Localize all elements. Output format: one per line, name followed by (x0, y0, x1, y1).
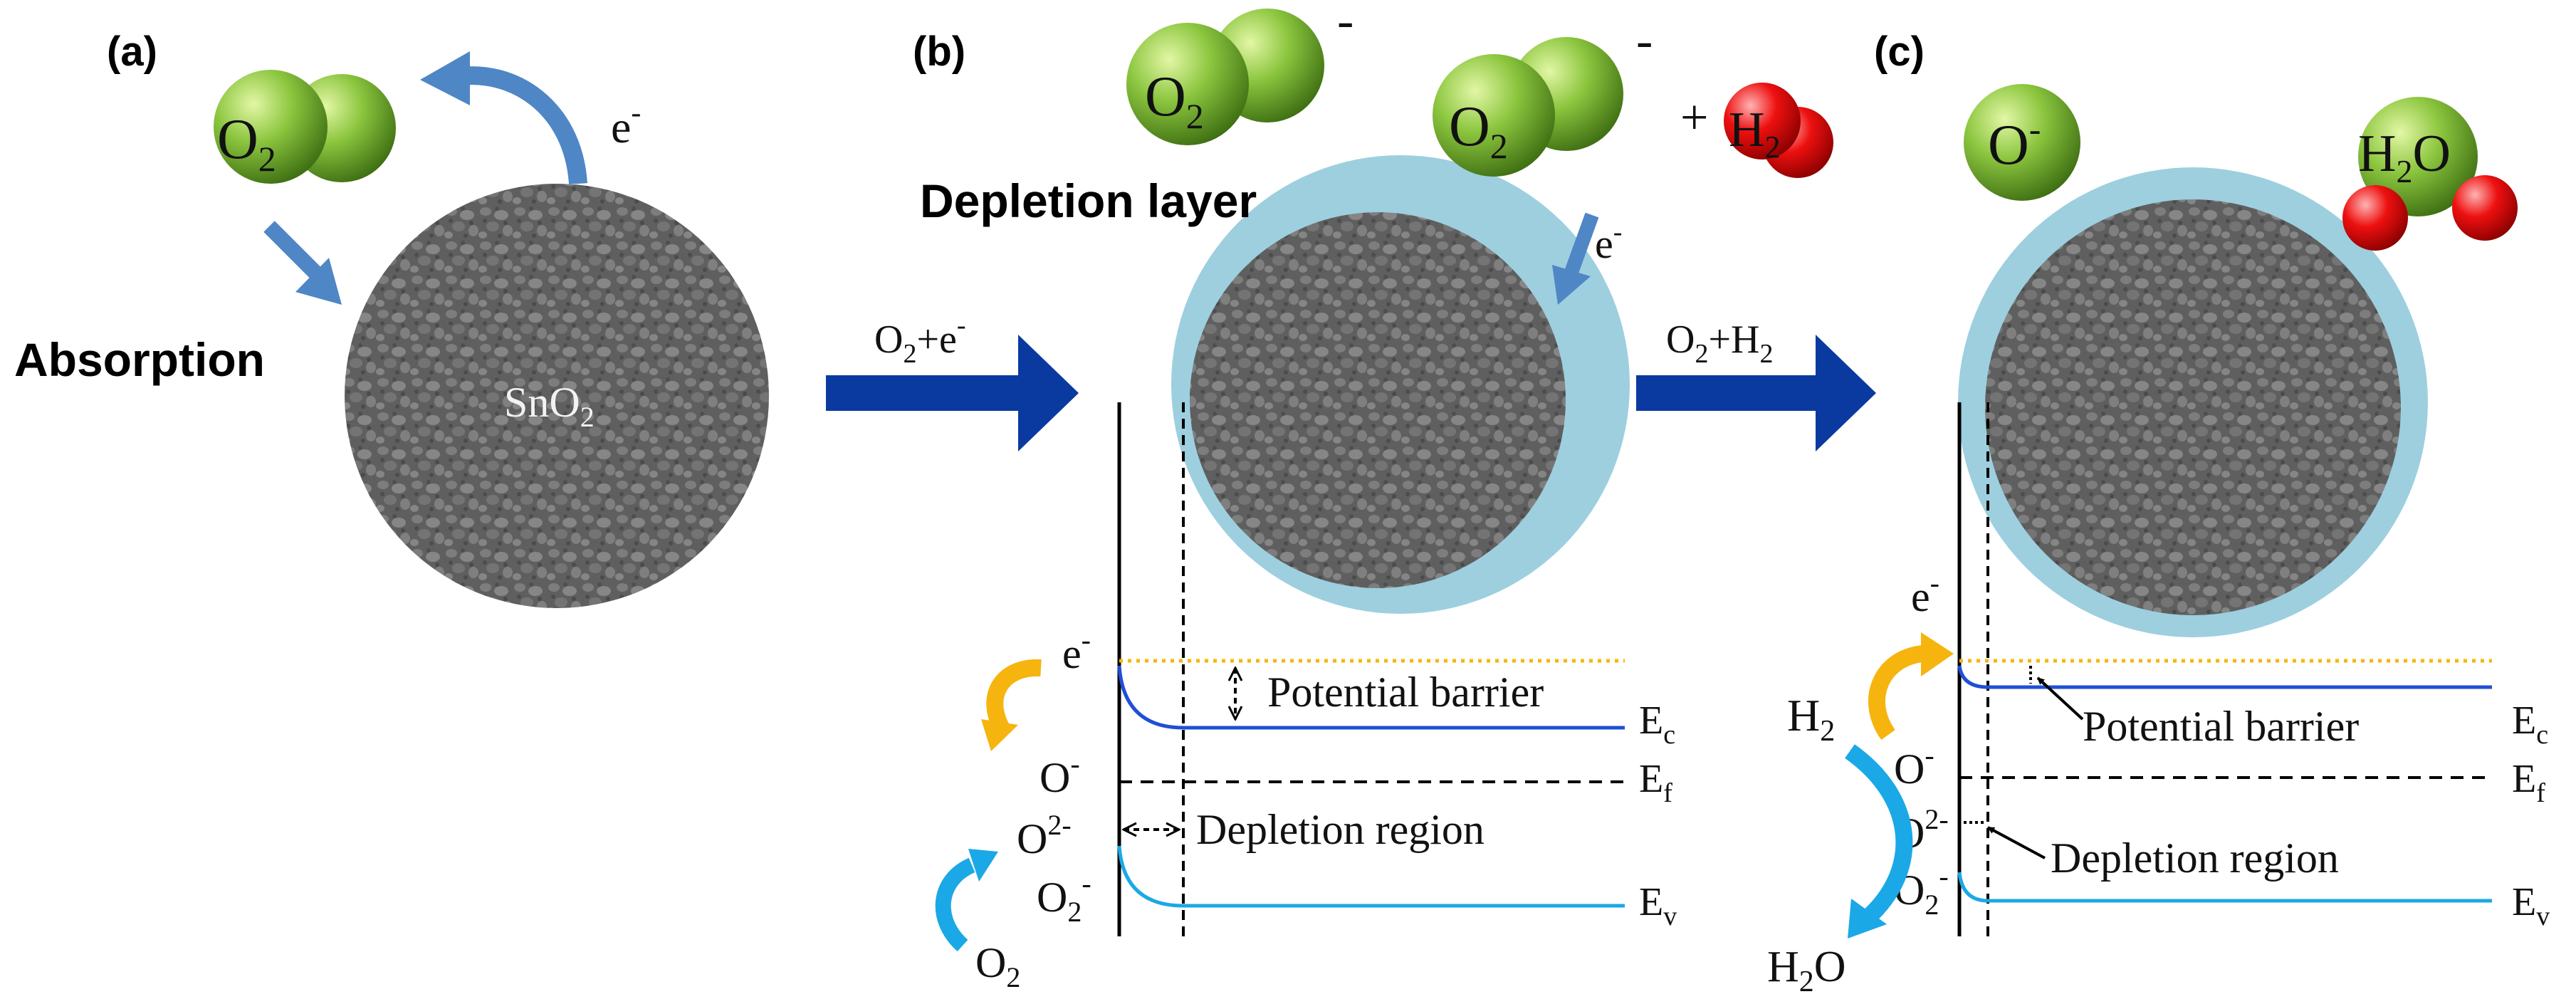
o-ion-atom: O- (1964, 84, 2080, 201)
o-minus-label: O (1894, 746, 1925, 793)
o2-gas-label: O (975, 939, 1006, 986)
depletion-region-label: Depletion region (2051, 835, 2339, 882)
svg-text:SnO2: SnO2 (504, 379, 595, 433)
barrier-pointer-arrow (2036, 676, 2084, 721)
svg-text:e-: e- (1911, 567, 1939, 620)
svg-text:H2: H2 (1729, 103, 1781, 164)
svg-text:-: - (1337, 0, 1354, 48)
sno2-particle (345, 184, 769, 608)
o2-ion-molecule-1: O2 - (1126, 0, 1354, 145)
depletion-region-label: Depletion region (1196, 806, 1485, 853)
o-2minus-label: O (1017, 815, 1047, 862)
svg-text:e-: e- (1595, 217, 1622, 267)
panel-a-label: (a) (107, 28, 157, 75)
svg-text:Ec: Ec (2512, 699, 2548, 750)
sno2-label: SnO (504, 379, 580, 426)
potential-barrier-label: Potential barrier (2083, 703, 2359, 750)
oxygen-atom (214, 70, 328, 184)
h2o-molecule: H2O (2342, 97, 2518, 251)
svg-text:O-: O- (1894, 739, 1934, 793)
svg-text:O2: O2 (217, 108, 276, 179)
band-diagram-c: Potential barrier Depletion region Ec Ef… (1767, 402, 2550, 998)
ev-label: E (1639, 880, 1663, 924)
electron-release-arrow (454, 66, 587, 185)
depletion-layer-label: Depletion layer (920, 174, 1257, 227)
svg-text:Ev: Ev (2512, 880, 2550, 931)
yellow-electron-arrow (1868, 645, 1925, 741)
potential-barrier-label: Potential barrier (1267, 669, 1544, 716)
panel-c: (c) O- H2O Potential barrier (1767, 28, 2550, 998)
ec-label: E (1639, 699, 1663, 743)
ef-label: E (2512, 757, 2536, 801)
o-minus-label: O (1040, 754, 1070, 801)
conduction-band (1117, 665, 1625, 730)
electron-label: e (611, 102, 631, 152)
o2-ion-molecule-2: O2 - (1433, 14, 1653, 177)
svg-text:O-: O- (1040, 748, 1080, 801)
svg-text:Ef: Ef (2512, 757, 2545, 808)
svg-text:O2: O2 (1145, 66, 1204, 136)
svg-text:e-: e- (1062, 624, 1091, 677)
yellow-electron-arrow (986, 659, 1042, 734)
o2-molecule-a: O2 (214, 70, 396, 184)
sno2-core (1190, 212, 1566, 588)
svg-text:H2: H2 (1787, 690, 1835, 748)
valence-band (1957, 872, 2492, 903)
arrow-bc-label: O (1666, 318, 1695, 362)
svg-text:H2O: H2O (2358, 125, 2451, 189)
plus-sign: + (1680, 90, 1708, 145)
band-diagram-b: Potential barrier Depletion region Ec Ef… (935, 402, 1677, 993)
h2-molecule: H2 (1724, 83, 1833, 178)
h2-band-label: H (1787, 690, 1820, 741)
panel-b-label: (b) (913, 28, 965, 75)
cyan-adsorption-arrow (935, 857, 975, 952)
depletion-pointer-arrow (1987, 826, 2046, 859)
panel-c-label: (c) (1874, 28, 1925, 75)
adsorption-arrow (263, 221, 323, 280)
process-arrow-ab: O2+e- (826, 310, 1079, 451)
svg-text:Ev: Ev (1639, 880, 1677, 931)
svg-text:O2+H2: O2+H2 (1666, 318, 1773, 369)
panel-a: (a) O2 e- Absorption SnO2 (14, 28, 769, 608)
electron-arrow-head (420, 51, 470, 105)
svg-text:e-: e- (611, 97, 641, 152)
electron-capture-arrow (1564, 212, 1599, 277)
o2-minus-label: O (1037, 874, 1067, 921)
ec-label: E (2512, 699, 2536, 743)
absorption-label: Absorption (14, 333, 265, 386)
process-arrow-bc: O2+H2 (1636, 318, 1876, 451)
ev-label: E (2512, 880, 2536, 924)
arrow-ab-label: O (874, 318, 903, 362)
svg-text:Ec: Ec (1639, 699, 1675, 750)
conduction-band (1957, 665, 2492, 689)
panel-b: (b) Depletion layer O2 - O2 - + (913, 0, 1833, 993)
ef-label: E (1639, 757, 1663, 801)
svg-text:O2-: O2- (1037, 867, 1091, 928)
svg-text:O2: O2 (975, 939, 1020, 993)
svg-text:O2-: O2- (1017, 809, 1072, 862)
valence-band (1117, 845, 1625, 908)
svg-text:-: - (1636, 14, 1653, 68)
sno2-core (1985, 199, 2401, 615)
h2o-band-label: H (1767, 943, 1799, 991)
electron-band-label: e (1911, 573, 1930, 620)
svg-text:O2+e-: O2+e- (874, 310, 966, 369)
electron-band-label: e (1062, 630, 1082, 677)
svg-text:Ef: Ef (1639, 757, 1672, 808)
svg-text:H2O: H2O (1767, 943, 1846, 998)
o2-label: O (217, 108, 258, 171)
cyan-reaction-arrow (1844, 744, 1913, 925)
svg-text:O-: O- (1988, 109, 2041, 177)
svg-text:O2: O2 (1449, 95, 1508, 166)
